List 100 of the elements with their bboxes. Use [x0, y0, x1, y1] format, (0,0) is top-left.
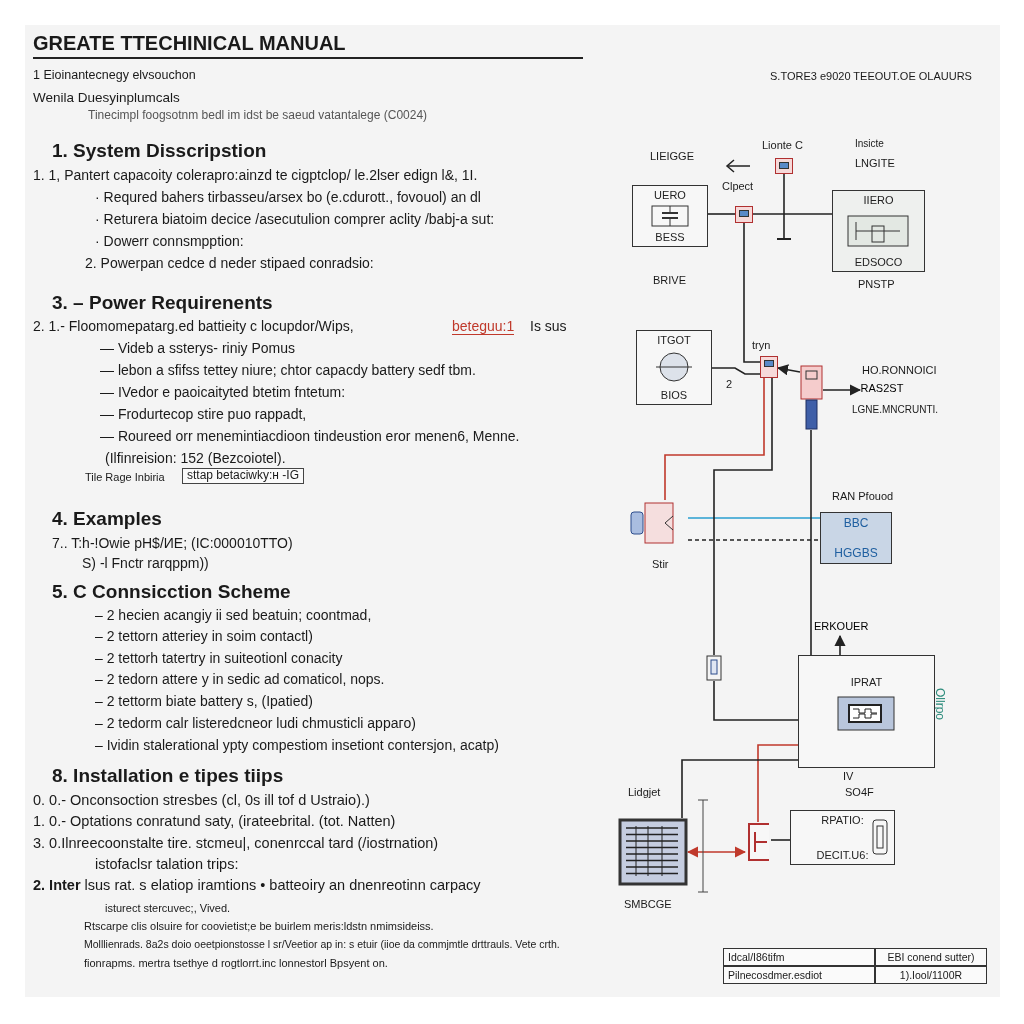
- text-line: 2. Inter lsus rat. s elatiop iramtions • batteoiry an dnenreotinn carpacy: [33, 877, 481, 894]
- component-box: [790, 810, 895, 865]
- text-line: Molllienrads. 8a2s doio oeetpionstosse l sr/Veetior ap in: s etuir (iioe da commjmtle drttrauls. Vete crth.: [84, 938, 560, 951]
- wire: [687, 539, 821, 541]
- wire: [713, 377, 773, 656]
- wire: [711, 367, 761, 375]
- component-label: Lionte C: [762, 139, 803, 151]
- boxed-note: sttap betaciwky:н -IG: [182, 468, 304, 484]
- section-heading: 3. – Power Requirenents: [52, 292, 273, 314]
- component-label: RPATIO:: [821, 814, 864, 826]
- diagram-label: Insicte: [855, 138, 884, 150]
- component-label: Clpect: [722, 180, 754, 192]
- text-line: Is sus: [530, 318, 567, 335]
- component-label: SMBCGE: [624, 898, 672, 911]
- component-box: [632, 185, 708, 247]
- component-box: [798, 655, 935, 768]
- component-label: BIOS: [660, 389, 688, 401]
- text-line: fionrapms. mertra tsethye d rogtlorrt.inc lonnestorl Bpsyent on.: [84, 957, 388, 970]
- table-cell: Idcal/I86tifm: [723, 948, 875, 966]
- text-line: Wenila Duesyinplumcals: [33, 90, 180, 106]
- wire: [757, 744, 799, 823]
- wire: [810, 429, 812, 656]
- section-heading: 1. System Disscripstion: [52, 140, 267, 162]
- wire: [681, 759, 799, 819]
- diagram-label: HO.RONNOICI: [862, 364, 937, 377]
- wire: [664, 377, 765, 501]
- text-line: 7.. T:h-!Owie pH$/ИE; (IC:000010TTO): [52, 535, 293, 552]
- diagram-label: RAS2ST: [860, 382, 904, 398]
- text-line: S.TORE3 e9020 TEEOUT.OE OLAUURS: [770, 70, 972, 83]
- diagram-label: SO4F: [845, 786, 874, 799]
- text-line: — Roureed orr menemintiacdioon tindeustion eror menen6, Menne.: [100, 428, 520, 445]
- text-line: 1. 1, Pantert capacoity colerapro:ainzd te cigptclop/ le.2lser edign l&, 1I.: [33, 167, 478, 184]
- component-label: Lidgjet: [628, 786, 661, 799]
- diagram-label: LNGITE: [855, 157, 895, 170]
- text-line: istofaclsr talation trips:: [95, 856, 239, 873]
- diagram-label: 2: [726, 378, 733, 391]
- component-label: PNSTP: [858, 278, 895, 291]
- text-line: – 2 tettorn atteriey in soim contactl): [95, 628, 313, 645]
- text-line: (Ilfinreision: 152 (Bezcoiotel).: [105, 450, 286, 467]
- wire: [776, 364, 801, 376]
- section-heading: 8. Installation e tipes tiips: [52, 765, 284, 787]
- text-line: – 2 tettorm biate battery s, (Ipatied): [95, 693, 313, 710]
- section-heading: 4. Examples: [52, 508, 162, 530]
- wire: [743, 222, 761, 363]
- text-line: — IVedor e paoicaityted btetim fntetum:: [100, 384, 346, 401]
- text-line: – 2 tedorm calr listeredcneor ludi chmusticli appaгo): [95, 715, 417, 732]
- diagram-label: Ollrpo: [932, 688, 946, 720]
- diagram-label: ERKOUER: [814, 620, 866, 636]
- text-line: — Videb a ssterys- riniy Pomus: [100, 340, 296, 357]
- text-line: – 2 hecien acangiy ii sed beatuin; coontmad,: [95, 607, 372, 624]
- text-line: 3. 0.Ilnreecoonstalte tire. stcmeu|, conenrccal tard (/iostrnation): [33, 835, 439, 852]
- text-line: · Dowerr connsmpption:: [95, 233, 244, 250]
- component-label: DECIT.U6:: [816, 849, 869, 861]
- text-line: isturect stercuvec;, Vived.: [105, 902, 231, 915]
- text-line: · Requred bahers tirbasseu/arsex bo (e.cdurott., fovouol) an dl: [95, 189, 481, 206]
- text-line: Rtscarpe clis olsuire for coovietist;e be buirlem meris:ldstn nmimsideiss.: [84, 920, 434, 933]
- text-line: — Frodurtecop stire puo rappadt,: [100, 406, 307, 423]
- component-label: BBC: [843, 516, 869, 530]
- text-line: Tinecimpl foogsotnm bedl im idst be saeud vatantalege (C0024): [88, 109, 428, 123]
- table-cell: EBI conend sutter): [875, 948, 987, 966]
- component-label: Stir: [652, 558, 669, 571]
- module-box: [820, 512, 892, 564]
- diagram-label: IV: [843, 770, 854, 783]
- wire: [686, 846, 747, 858]
- table-cell: Pilnecosdmer.esdiot: [723, 966, 875, 984]
- component-label: IIERO: [863, 194, 894, 206]
- text-line: 2. Powerpan cedce d neder stipaed conradsio:: [85, 255, 374, 272]
- text-line: – 2 tedorn attere y in sedic ad comaticol, nops.: [95, 671, 385, 688]
- component-label: tryn: [752, 339, 771, 351]
- component-box: [636, 330, 712, 405]
- wire: [687, 517, 821, 519]
- wire: [752, 213, 833, 215]
- text-line: – 2 tettorh tatertry in suiteotionl conacity: [95, 650, 343, 667]
- diagram-label: LIEIGGE: [650, 150, 695, 163]
- link: beteguu:1: [452, 318, 515, 336]
- text-line: S) -l Fnctr rarqppm)): [82, 555, 209, 572]
- text-line: 1. 0.- Optations conratund saty, (irateebrital. (tot. Natten): [33, 813, 396, 830]
- component-box: [832, 190, 925, 272]
- component-label: IPRAT: [850, 676, 883, 688]
- text-line: 0. 0.- Onconsoction stresbes (cl, 0s ill tof d Ustraio).): [33, 792, 370, 809]
- diagram-label: BRIVE: [653, 274, 686, 287]
- wire: [707, 213, 736, 215]
- section-heading: 5. C Connsicction Scheme: [52, 581, 291, 603]
- text-line: – Ividin stalerational ypty compestiom insetiont contersjon, acatp): [95, 737, 499, 754]
- document-title: GREATE TTECHINICAL MANUAL: [33, 32, 346, 55]
- wire: [770, 839, 791, 841]
- text-line: 2. 1.- Floomomepatarg.ed battieity c locupdor/Wips,: [33, 318, 354, 335]
- wire: [834, 634, 846, 656]
- wire: [783, 173, 785, 239]
- component-label: EDSOCO: [854, 256, 903, 268]
- diagram-label: LGNE.MNCRUNTI.: [852, 404, 939, 416]
- text-line: — lebon a sfifss tettey niure; chtor capacdy battery sedf tbm.: [100, 362, 476, 379]
- component-label: UERO: [654, 189, 686, 201]
- wire: [713, 680, 799, 721]
- component-label: BESS: [655, 231, 685, 243]
- table-cell: 1).Iool/1100R: [875, 966, 987, 984]
- wire: [822, 384, 862, 396]
- component-label: RAN Pfouod: [832, 490, 894, 503]
- text-line: Tile Rage Inbiria: [85, 471, 165, 484]
- component-label: ITGOT: [657, 334, 691, 346]
